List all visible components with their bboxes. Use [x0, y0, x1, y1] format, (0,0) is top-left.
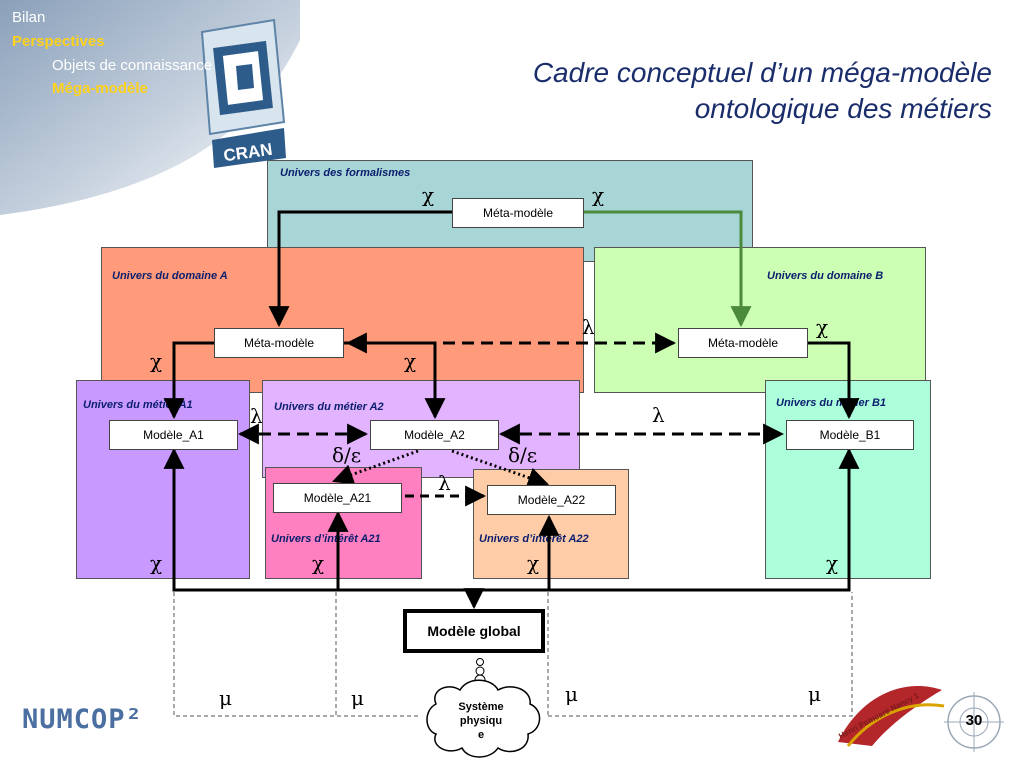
modele-b1: Modèle_B1: [786, 420, 914, 450]
label-interet-a22: Univers d’intérêt A22: [479, 533, 589, 545]
title-line-2: ontologique des métiers: [694, 93, 992, 124]
nav-item-mega-modele[interactable]: Méga-modèle: [52, 80, 148, 97]
cran-logo: CRAN: [200, 18, 286, 168]
modele-a22: Modèle_A22: [487, 485, 616, 515]
label-formalismes: Univers des formalismes: [280, 167, 411, 179]
chi-domaine-b: χ: [816, 315, 829, 339]
lambda-domaines: λ: [582, 315, 595, 339]
page-title: Cadre conceptuel d’un méga-modèle ontolo…: [352, 55, 992, 127]
numcop-logo: NUMCOP²: [22, 704, 143, 735]
label-metier-a2: Univers du métier A2: [274, 401, 384, 413]
modele-global: Modèle global: [403, 609, 545, 653]
lambda-a2-b1: λ: [652, 403, 665, 427]
delta-eps-right: δ/ε: [508, 443, 538, 467]
title-line-1: Cadre conceptuel d’un méga-modèle: [532, 57, 992, 88]
label-interet-a21: Univers d’intérêt A21: [271, 533, 381, 545]
systeme-physique-label: Système physiqu e: [436, 700, 526, 742]
label-metier-a1: Univers du métier A1: [83, 399, 193, 411]
region-domaine-b: [594, 247, 926, 393]
meta-modele-domaine-b: Méta-modèle: [678, 328, 808, 358]
label-domaine-a: Univers du domaine A: [112, 270, 228, 282]
chi-formalismes-right: χ: [592, 183, 605, 207]
region-metier-b1: [765, 380, 931, 579]
modele-a2: Modèle_A2: [370, 420, 499, 450]
meta-modele-domaine-a: Méta-modèle: [214, 328, 344, 358]
lambda-a1-a2: λ: [250, 404, 263, 428]
page-number: 30: [965, 712, 983, 729]
mu-a22: μ: [565, 682, 578, 706]
systeme-physique-line-2: physiqu: [459, 715, 503, 727]
chi-a1-bottom: χ: [150, 551, 163, 575]
bubble-2: [475, 666, 485, 676]
chi-formalismes-left: χ: [422, 183, 435, 207]
nav-item-bilan[interactable]: Bilan: [12, 9, 46, 26]
mu-b1: μ: [808, 682, 821, 706]
bubble-1: [476, 658, 484, 666]
modele-a21: Modèle_A21: [273, 483, 402, 513]
chi-domaine-a-right: χ: [404, 349, 417, 373]
chi-a22-bottom: χ: [527, 551, 540, 575]
meta-modele-formalismes: Méta-modèle: [452, 198, 584, 228]
region-domaine-a: [101, 247, 584, 393]
nav-item-perspectives[interactable]: Perspectives: [12, 33, 105, 50]
nav-item-objets[interactable]: Objets de connaissance: [52, 57, 213, 74]
chi-b1-bottom: χ: [826, 551, 839, 575]
label-metier-b1: Univers du métier B1: [776, 397, 887, 409]
modele-a1: Modèle_A1: [109, 420, 238, 450]
systeme-physique-line-3: e: [477, 729, 485, 741]
university-logo: Henri Poincaré Nancy 1: [837, 685, 945, 747]
label-domaine-b: Univers du domaine B: [767, 270, 884, 282]
bubble-3: [474, 674, 486, 686]
mu-a21: μ: [351, 686, 364, 710]
chi-domaine-a-left: χ: [150, 349, 163, 373]
chi-a21-bottom: χ: [312, 551, 325, 575]
lambda-a21-a22: λ: [438, 471, 451, 495]
systeme-physique-line-1: Système: [458, 701, 504, 713]
university-logo-text: Henri Poincaré Nancy 1: [837, 691, 921, 741]
delta-eps-left: δ/ε: [332, 443, 362, 467]
mu-a1: μ: [219, 686, 232, 710]
